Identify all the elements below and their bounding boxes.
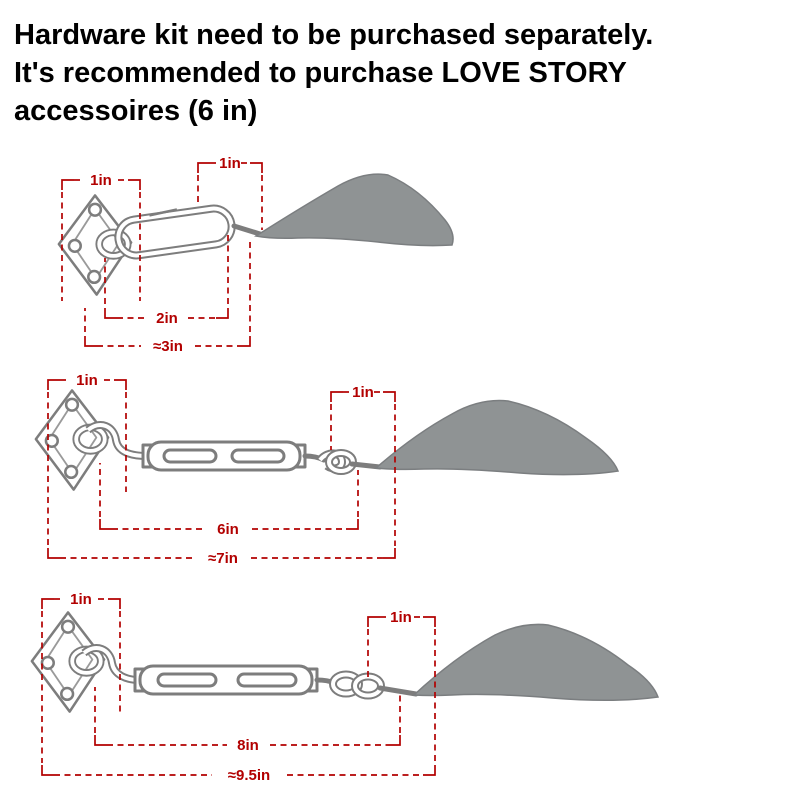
dimension-span-8in: 8in — [94, 687, 401, 754]
dimension-span-6in: 6in — [99, 463, 359, 538]
dimension-right-1in: 1in — [367, 609, 436, 763]
dimension-total-7in: ≈7in — [47, 548, 396, 567]
sail-attachment-link — [231, 223, 263, 237]
diagram-turnbuckle-6in: 1in 1in 6in ≈7in — [0, 372, 620, 567]
pad-eye-plate — [36, 390, 108, 489]
dim-label: 8in — [237, 737, 259, 754]
headline: Hardware kit need to be purchased separa… — [14, 16, 786, 130]
dimension-right-1in: 1in — [197, 155, 263, 230]
dimension-right-1in: 1in — [330, 384, 396, 546]
turnbuckle — [81, 644, 337, 696]
headline-line-2: It's recommended to purchase LOVE STORY — [14, 57, 627, 89]
dimension-span-2in: 2in — [104, 234, 229, 327]
dim-label: ≈3in — [153, 338, 183, 355]
dim-label: 1in — [76, 372, 98, 389]
diagram-turnbuckle-8in: 1in 1in 8in ≈9.5in — [0, 591, 660, 784]
dimension-total-9-5in: ≈9.5in — [41, 765, 436, 784]
headline-line-3: accessoires (6 in) — [14, 95, 258, 127]
headline-line-1: Hardware kit need to be purchased separa… — [14, 19, 654, 51]
diagram-carabiner-kit: 1in 1in 2in — [0, 155, 454, 355]
sail-attachment-link — [377, 685, 419, 697]
shade-sail-corner — [412, 623, 660, 702]
shade-sail-corner — [374, 399, 620, 476]
sail-attachment-link — [349, 461, 383, 470]
dim-label: 1in — [70, 591, 92, 608]
dimension-total-3in: ≈3in — [84, 241, 251, 355]
dim-label: 1in — [390, 609, 412, 626]
dim-label: 1in — [352, 384, 374, 401]
dim-label: 1in — [90, 172, 112, 189]
dim-label: 2in — [156, 310, 178, 327]
dim-label: 6in — [217, 521, 239, 538]
dim-label: ≈7in — [208, 550, 238, 567]
chain-links — [329, 670, 385, 700]
dimension-left-1in: 1in — [61, 172, 141, 301]
dimension-left-1in: 1in — [47, 372, 127, 546]
carabiner — [114, 204, 236, 260]
shade-sail-corner — [253, 173, 454, 247]
dim-label: ≈9.5in — [228, 767, 270, 784]
dim-label: 1in — [219, 155, 241, 172]
turnbuckle — [85, 421, 347, 473]
dimension-left-1in: 1in — [41, 591, 121, 763]
